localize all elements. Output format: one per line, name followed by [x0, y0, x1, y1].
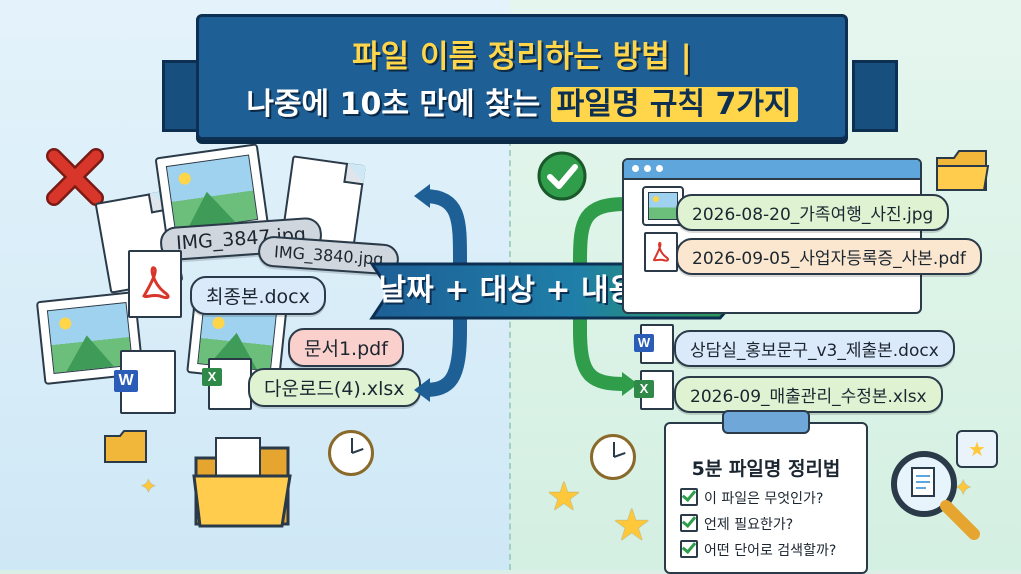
red-x-icon	[46, 148, 104, 206]
checklist-title: 5분 파일명 정리법	[691, 458, 841, 480]
pdf-file-icon	[644, 232, 678, 272]
file-label-right-2: 2026-09-05_사업자등록증_사본.pdf	[676, 238, 982, 275]
clock-icon	[590, 434, 636, 480]
checkbox-checked-icon	[680, 540, 698, 558]
pdf-glyph-icon	[142, 266, 170, 300]
word-file-icon: W	[634, 324, 674, 364]
clock-icon	[328, 430, 374, 476]
excel-file-icon: X	[202, 358, 252, 410]
file-label-download-xlsx: 다운로드(4).xlsx	[248, 368, 421, 407]
banner-title: 파일 이름 정리하는 방법 |	[352, 39, 692, 75]
checklist-item: 이 파일은 무엇인가?	[680, 488, 823, 508]
file-label-doc1-pdf: 문서1.pdf	[288, 328, 404, 367]
star-icon: ✦	[954, 476, 973, 501]
title-banner: 파일 이름 정리하는 방법 | 나중에 10초 만에 찾는 파일명 규칙 7가지	[196, 14, 848, 140]
browser-titlebar	[624, 160, 920, 180]
file-label-right-3: 상담실_홍보문구_v3_제출본.docx	[674, 330, 955, 367]
checklist-item: 언제 필요한가?	[680, 514, 793, 534]
excel-badge: X	[634, 380, 654, 398]
star-icon: ★	[612, 500, 652, 551]
banner-subtitle-text: 나중에 10초 만에 찾는	[246, 87, 551, 122]
excel-badge: X	[202, 368, 222, 386]
pdf-file-icon	[128, 250, 182, 318]
folder-icon	[192, 437, 292, 528]
file-label-final-docx: 최종본.docx	[190, 276, 326, 315]
word-badge: W	[634, 334, 654, 352]
green-check-icon	[537, 151, 587, 201]
star-icon: ★	[546, 474, 582, 520]
banner-ribbon-right	[852, 60, 898, 132]
star-icon: ✦	[140, 474, 157, 498]
word-badge: W	[114, 370, 138, 392]
magnifier-icon	[891, 451, 980, 540]
star-badge-icon: ★	[956, 430, 998, 468]
checklist-item-text: 이 파일은 무엇인가?	[704, 491, 824, 507]
checkbox-checked-icon	[680, 488, 698, 506]
checklist-item-text: 어떤 단어로 검색할까?	[704, 543, 837, 559]
file-label-right-4: 2026-09_매출관리_수정본.xlsx	[674, 376, 943, 413]
excel-file-icon: X	[634, 370, 674, 410]
checklist-item-text: 언제 필요한가?	[704, 517, 794, 533]
clipboard-clip	[722, 410, 810, 434]
banner-subtitle-highlight: 파일명 규칙 7가지	[550, 87, 798, 122]
checkbox-checked-icon	[680, 514, 698, 532]
pdf-glyph-icon	[652, 241, 669, 262]
banner-subtitle: 나중에 10초 만에 찾는 파일명 규칙 7가지	[199, 79, 845, 123]
checklist-card: 5분 파일명 정리법 이 파일은 무엇인가? 언제 필요한가? 어떤 단어로 검…	[664, 422, 868, 574]
panel-divider	[509, 140, 513, 570]
file-label-right-1: 2026-08-20_가족여행_사진.jpg	[676, 194, 950, 231]
checklist-item: 어떤 단어로 검색할까?	[680, 540, 836, 560]
folder-icon	[104, 430, 147, 463]
word-file-icon: W	[114, 350, 176, 414]
folder-icon	[936, 150, 990, 191]
